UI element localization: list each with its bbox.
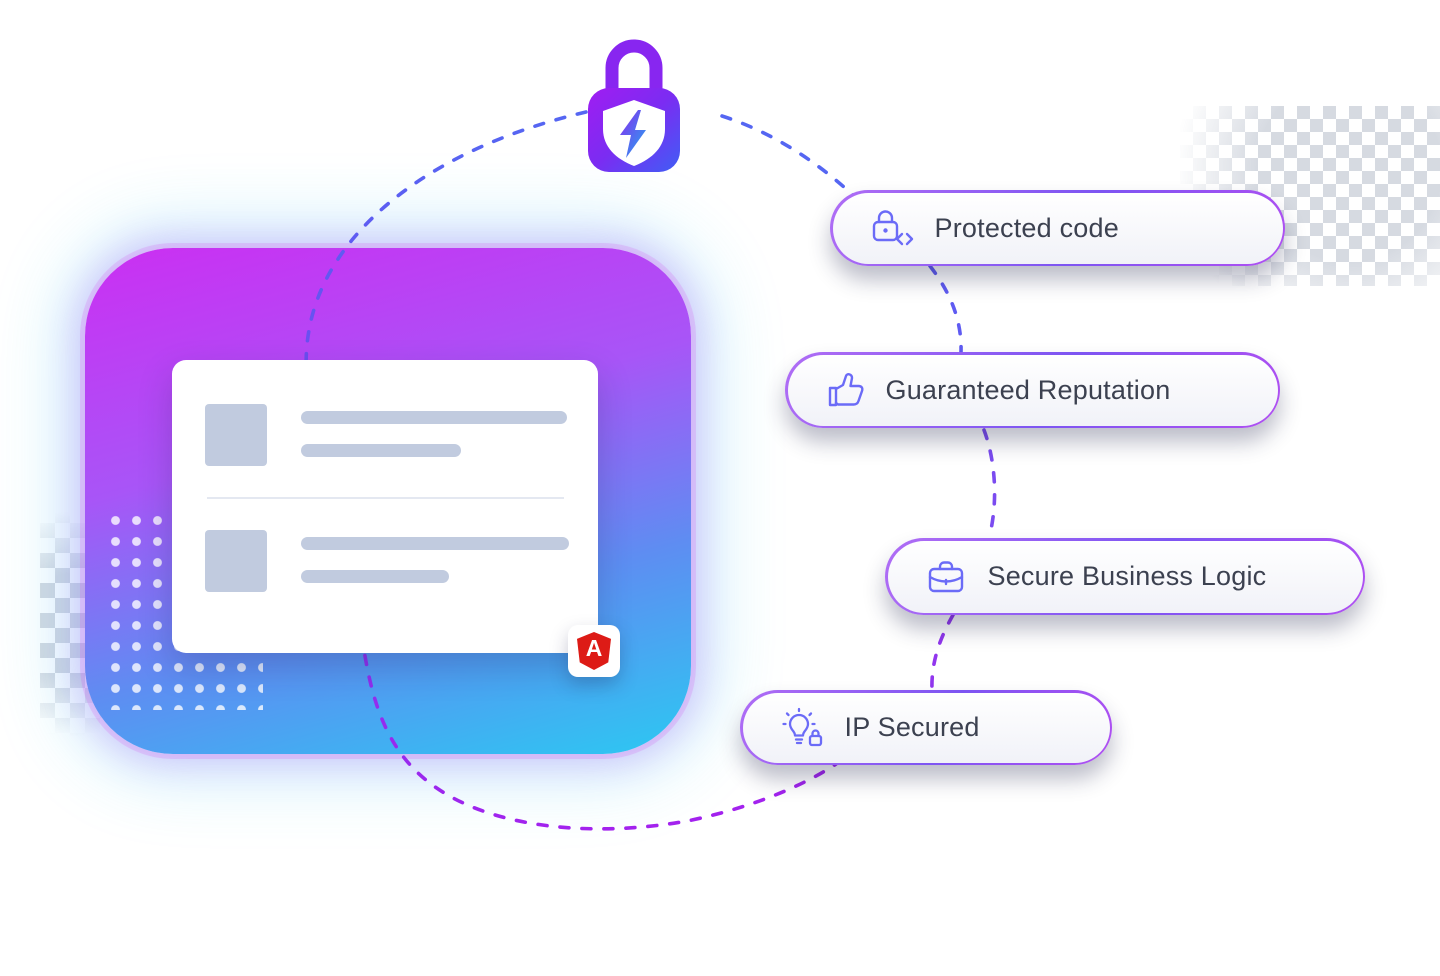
- angular-logo: A: [568, 625, 620, 677]
- badge-label: Protected code: [934, 212, 1119, 243]
- thumbs-up-icon: [824, 369, 866, 411]
- placeholder-thumbnail: [205, 404, 267, 466]
- briefcase-icon: [924, 556, 968, 598]
- content-card: A: [172, 360, 620, 677]
- badge-secure-business-logic: Secure Business Logic: [885, 538, 1365, 615]
- placeholder-line: [301, 411, 567, 424]
- badge-inner: Secure Business Logic: [887, 540, 1363, 613]
- lock-code-icon: [869, 207, 915, 249]
- placeholder-line: [301, 444, 461, 457]
- lightbulb-lock-icon: [779, 706, 825, 750]
- badge-guaranteed-reputation: Guaranteed Reputation: [785, 352, 1280, 428]
- badge-label: Guaranteed Reputation: [885, 374, 1171, 405]
- badge-inner: Protected code: [832, 192, 1283, 264]
- badge-protected-code: Protected code: [830, 190, 1285, 266]
- placeholder-thumbnail: [205, 530, 267, 592]
- badge-label: IP Secured: [844, 712, 980, 742]
- angular-shield-icon: A: [577, 632, 611, 670]
- placeholder-line: [301, 570, 449, 583]
- badge-label: Secure Business Logic: [987, 561, 1267, 591]
- gradient-panel: A: [85, 248, 691, 754]
- card-row: [205, 404, 570, 466]
- placeholder-text-lines: [301, 404, 567, 457]
- badge-inner: IP Secured: [742, 692, 1110, 763]
- padlock-shield-icon: [576, 22, 692, 174]
- badge-inner: Guaranteed Reputation: [787, 354, 1278, 426]
- angular-letter: A: [585, 634, 603, 661]
- placeholder-line: [301, 537, 569, 550]
- card-divider: [207, 497, 564, 499]
- placeholder-text-lines: [301, 530, 569, 583]
- badge-ip-secured: IP Secured: [740, 690, 1112, 765]
- card-row: [205, 530, 570, 592]
